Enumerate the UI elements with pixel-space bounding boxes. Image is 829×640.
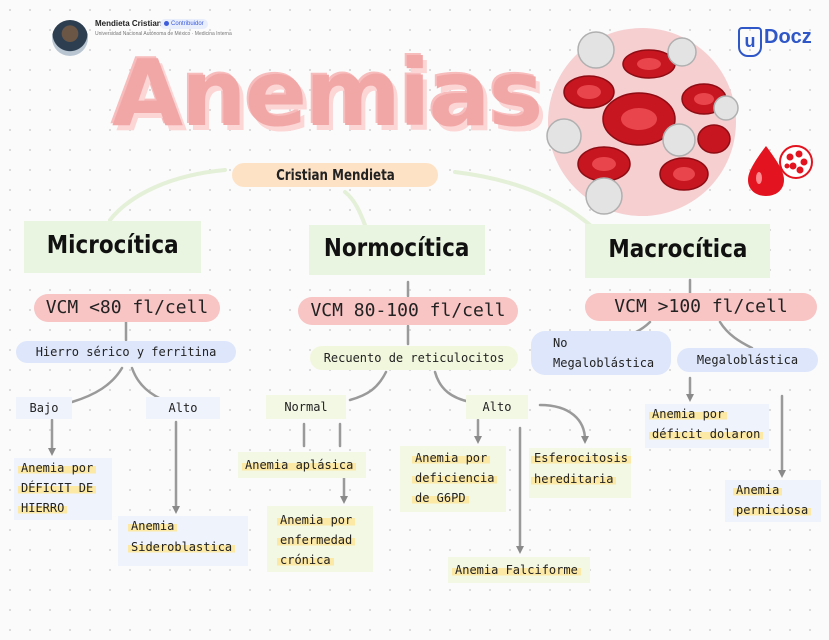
contributor-badge: Contribuidor <box>160 19 208 29</box>
heading-microcitica: Microcítica <box>24 221 201 273</box>
label-normo-alto: Alto <box>466 395 528 419</box>
node-sideroblastica: Anemia Sideroblastica <box>118 516 248 566</box>
node-anemia-falciforme: Anemia Falciforme <box>448 557 590 583</box>
blood-drop-icon <box>748 145 813 196</box>
pill-hierro-ferritina: Hierro sérico y ferritina <box>16 341 236 363</box>
pill-megaloblastica: Megaloblástica <box>677 348 818 372</box>
heading-macrocitica: Macrocítica <box>585 224 770 278</box>
badge-label: Contribuidor <box>171 21 204 27</box>
label-normo-normal: Normal <box>266 395 346 419</box>
vcm-micro: VCM <80 fl/cell <box>34 294 220 322</box>
badge-check-icon <box>164 20 169 26</box>
heading-normocitica: Normocítica <box>309 225 485 275</box>
vcm-normo: VCM 80-100 fl/cell <box>298 297 518 325</box>
node-deficiencia-g6pd: Anemia por deficiencia de G6PD <box>400 446 506 512</box>
author-affiliation: Universidad Nacional Autónoma de México … <box>95 31 232 37</box>
label-micro-alto: Alto <box>146 397 220 419</box>
node-deficit-dolaron: Anemia por déficit dolaron <box>645 404 769 448</box>
label-micro-bajo: Bajo <box>16 397 72 419</box>
page-title: Anemias <box>112 40 543 147</box>
node-esferocitosis: Esferocitosis hereditaria <box>529 448 631 498</box>
udocz-logo-icon: u <box>738 27 762 57</box>
author-name[interactable]: Mendieta Cristian <box>95 19 162 28</box>
blood-cells-illustration <box>546 28 739 216</box>
subtitle: Cristian Mendieta <box>232 163 438 187</box>
node-enfermedad-cronica: Anemia por enfermedad crónica <box>267 506 373 572</box>
author-avatar[interactable] <box>52 20 88 56</box>
udocz-logo-text: Docz <box>764 26 812 48</box>
vcm-macro: VCM >100 fl/cell <box>585 293 817 321</box>
node-anemia-perniciosa: Anemia perniciosa <box>725 480 821 522</box>
pill-no-megaloblastica: No Megaloblástica <box>531 331 671 375</box>
node-deficit-hierro: Anemia por DÉFICIT DE HIERRO <box>14 458 112 520</box>
pill-reticulocitos: Recuento de reticulocitos <box>310 346 518 370</box>
node-anemia-aplasica: Anemia aplásica <box>238 452 366 478</box>
